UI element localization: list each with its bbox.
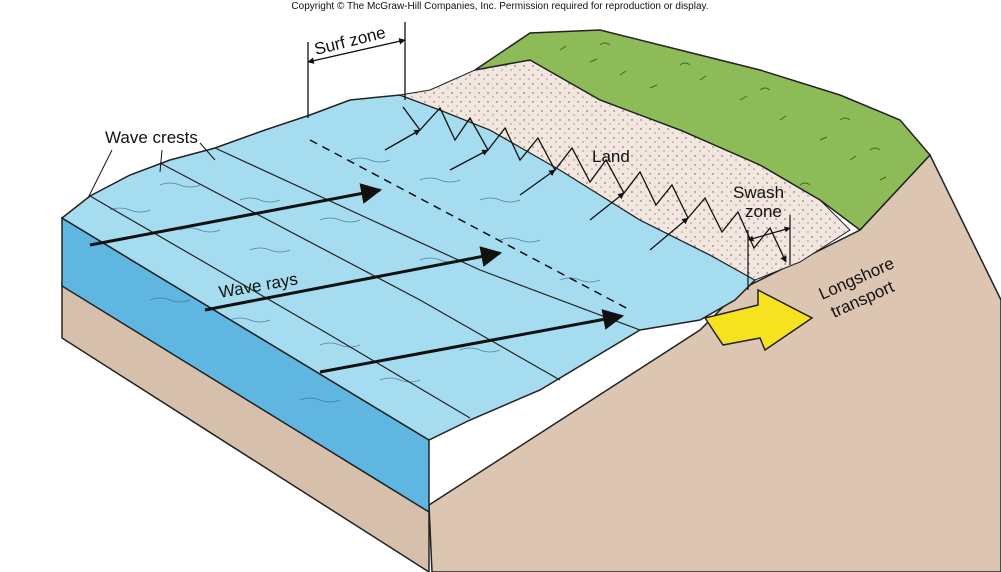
surf-zone-label: Surf zone [312,23,387,59]
wave-crests-label: Wave crests [105,128,198,147]
copyright-notice: Copyright © The McGraw-Hill Companies, I… [291,1,708,12]
swash-label: Swash [733,183,784,202]
zone-label: zone [745,202,782,221]
land-label: Land [592,147,630,166]
